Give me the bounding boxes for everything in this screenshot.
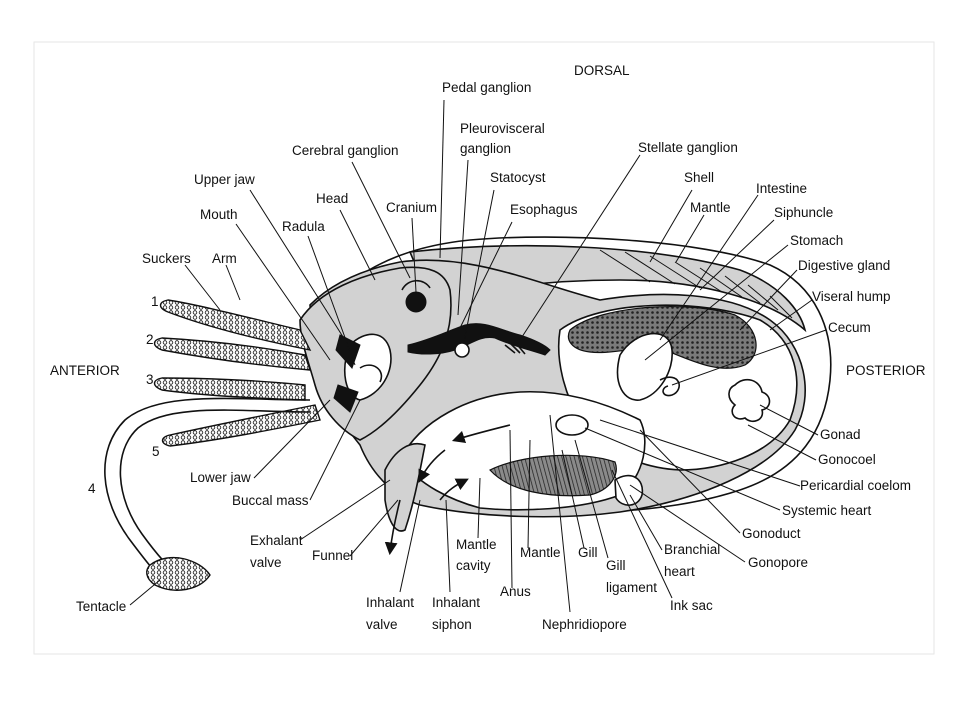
stellate-ganglion-shape bbox=[504, 341, 526, 355]
label-intestine: Intestine bbox=[756, 181, 807, 196]
label-gill-ligament-line2: ligament bbox=[606, 580, 657, 595]
gonad-shape bbox=[728, 378, 771, 422]
label-mouth: Mouth bbox=[200, 207, 238, 222]
arm-1 bbox=[159, 299, 312, 351]
label-esophagus: Esophagus bbox=[510, 202, 578, 217]
label-gonoduct: Gonoduct bbox=[742, 526, 801, 541]
label-exhalant-valve-line2: valve bbox=[250, 555, 282, 570]
lower-jaw-shape bbox=[333, 384, 359, 413]
label-gill: Gill bbox=[578, 545, 598, 560]
label-inhalant-valve-line2: valve bbox=[366, 617, 398, 632]
flow-arrow-2 bbox=[418, 449, 446, 483]
label-lower-jaw: Lower jaw bbox=[190, 470, 251, 485]
label-statocyst: Statocyst bbox=[490, 170, 546, 185]
label-ink-sac: Ink sac bbox=[670, 598, 713, 613]
label-tentacle: Tentacle bbox=[76, 599, 126, 614]
arm-number-2: 2 bbox=[146, 332, 154, 347]
label-arm: Arm bbox=[212, 251, 237, 266]
label-digestive-gland: Digestive gland bbox=[798, 258, 890, 273]
label-systemic-heart: Systemic heart bbox=[782, 503, 872, 518]
label-gonocoel: Gonocoel bbox=[818, 452, 876, 467]
statocyst-shape bbox=[454, 342, 470, 358]
label-stomach: Stomach bbox=[790, 233, 843, 248]
cecum-shape bbox=[659, 376, 680, 397]
label-mantle-cavity-line1: Mantle bbox=[456, 537, 497, 552]
arm-5 bbox=[161, 404, 321, 447]
label-anus: Anus bbox=[500, 584, 531, 599]
label-stellate-ganglion: Stellate ganglion bbox=[638, 140, 738, 155]
label-cranium: Cranium bbox=[386, 200, 437, 215]
leader-lines bbox=[129, 99, 827, 613]
funnel-shape bbox=[384, 443, 426, 532]
label-inhalant-siphon-line2: siphon bbox=[432, 617, 472, 632]
radula-shape bbox=[359, 364, 383, 383]
label-upper-jaw: Upper jaw bbox=[194, 172, 255, 187]
arm-4-tentacle bbox=[104, 397, 311, 591]
label-cecum: Cecum bbox=[828, 320, 871, 335]
label-gonad: Gonad bbox=[820, 427, 861, 442]
label-branchial-heart-line2: heart bbox=[664, 564, 695, 579]
label-gonopore: Gonopore bbox=[748, 555, 808, 570]
label-pleurovisceral-ganglion-line2: ganglion bbox=[460, 141, 511, 156]
upper-jaw-shape bbox=[335, 334, 361, 369]
arm-number-5: 5 bbox=[152, 444, 160, 459]
label-mantle-top: Mantle bbox=[690, 200, 731, 215]
arm-3 bbox=[153, 377, 306, 401]
posterior-label: POSTERIOR bbox=[846, 363, 926, 378]
cerebral-arc bbox=[401, 279, 431, 291]
label-siphuncle: Siphuncle bbox=[774, 205, 833, 220]
label-suckers: Suckers bbox=[142, 251, 191, 266]
label-pleurovisceral-ganglion-line1: Pleurovisceral bbox=[460, 121, 545, 136]
arm-number-3: 3 bbox=[146, 372, 154, 387]
label-cerebral-ganglion: Cerebral ganglion bbox=[292, 143, 399, 158]
label-inhalant-siphon-line1: Inhalant bbox=[432, 595, 480, 610]
label-nephridiopore: Nephridiopore bbox=[542, 617, 627, 632]
label-inhalant-valve-line1: Inhalant bbox=[366, 595, 414, 610]
body-drawing bbox=[104, 236, 832, 591]
dorsal-label: DORSAL bbox=[574, 63, 630, 78]
label-buccal-mass: Buccal mass bbox=[232, 493, 309, 508]
arm-4-tentacle-inner bbox=[119, 409, 311, 577]
label-mantle-bottom: Mantle bbox=[520, 545, 561, 560]
label-branchial-heart-line1: Branchial bbox=[664, 542, 720, 557]
arm-2 bbox=[153, 337, 312, 371]
label-visceral-hump: Viseral hump bbox=[812, 289, 891, 304]
label-pedal-ganglion: Pedal ganglion bbox=[442, 80, 531, 95]
label-head: Head bbox=[316, 191, 348, 206]
shell-outline bbox=[329, 236, 832, 514]
label-shell: Shell bbox=[684, 170, 714, 185]
label-funnel: Funnel bbox=[312, 548, 353, 563]
label-mantle-cavity-line2: cavity bbox=[456, 558, 491, 573]
flow-arrow-4 bbox=[439, 478, 469, 501]
tentacle-club bbox=[146, 556, 211, 591]
anterior-label: ANTERIOR bbox=[50, 363, 120, 378]
siphuncle-stripes bbox=[599, 249, 793, 319]
cranium-shape bbox=[405, 291, 427, 313]
flow-arrow-1 bbox=[451, 424, 511, 444]
branchial-heart-shape bbox=[614, 474, 644, 506]
label-radula: Radula bbox=[282, 219, 325, 234]
flow-arrow-3 bbox=[384, 499, 401, 556]
arm-number-1: 1 bbox=[151, 294, 159, 309]
label-gill-ligament-line1: Gill bbox=[606, 558, 626, 573]
systemic-heart-shape bbox=[555, 414, 589, 436]
label-pericardial-coelom: Pericardial coelom bbox=[800, 478, 911, 493]
label-exhalant-valve-line1: Exhalant bbox=[250, 533, 303, 548]
arm-number-4: 4 bbox=[88, 481, 96, 496]
